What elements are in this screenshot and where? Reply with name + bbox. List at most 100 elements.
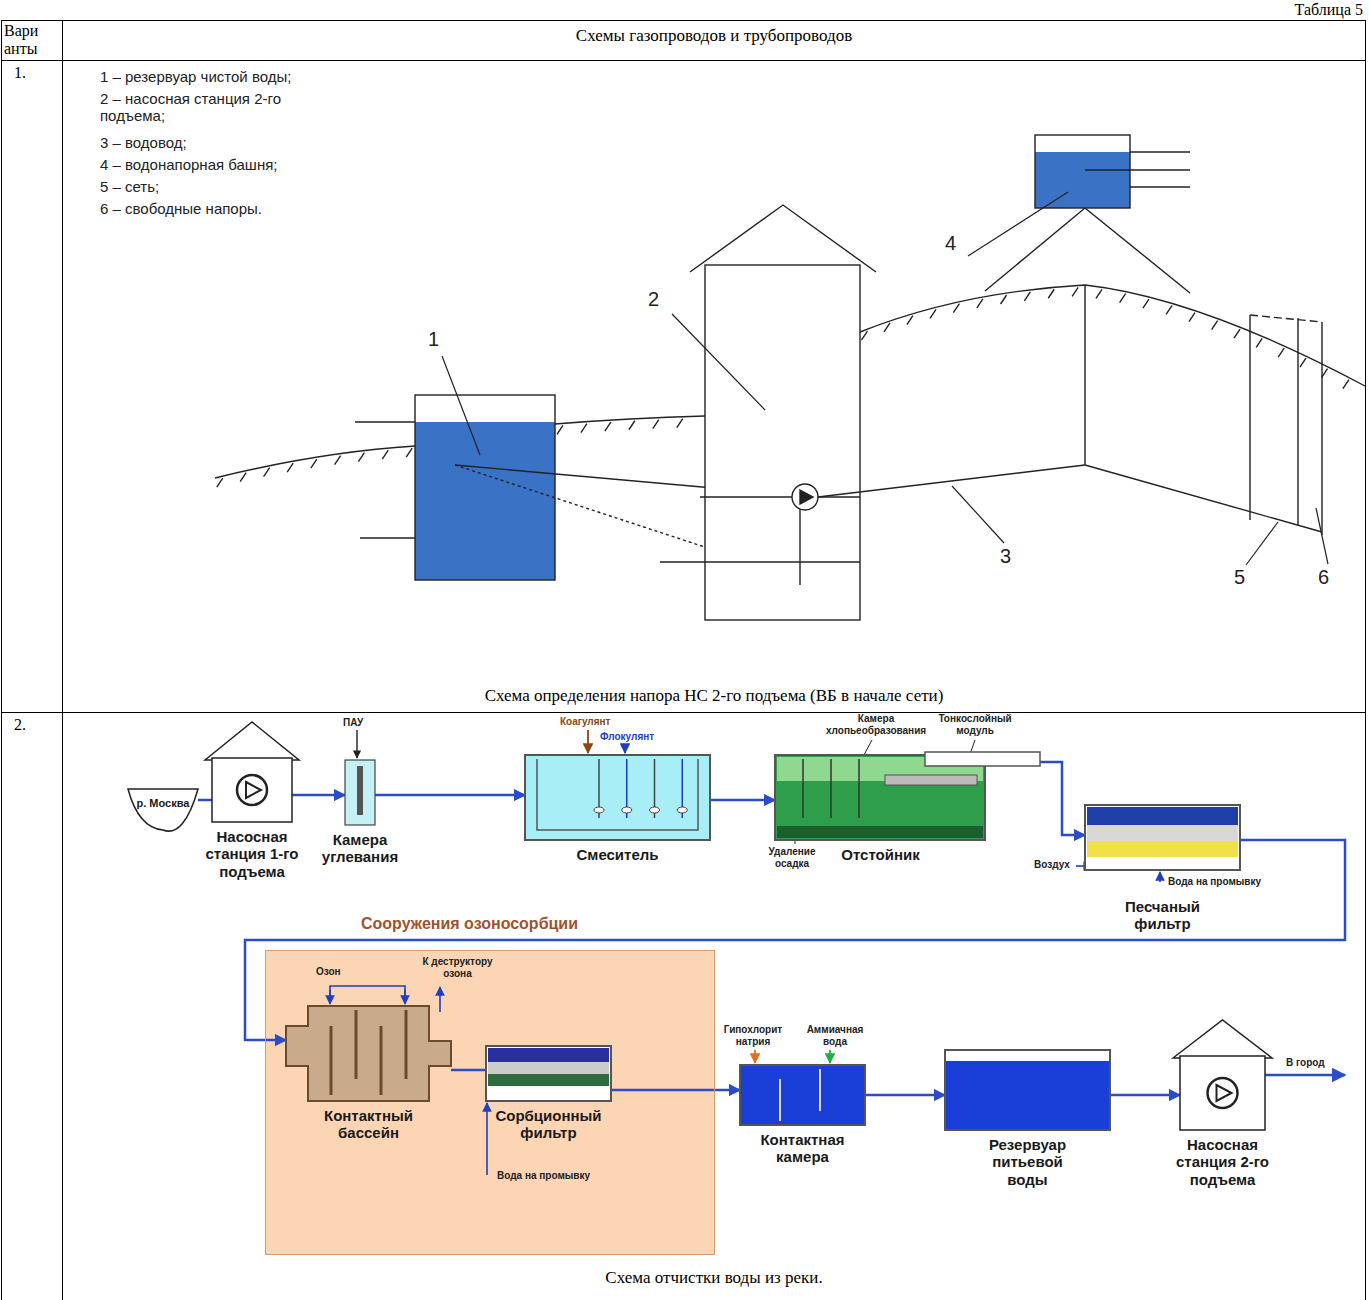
ground-hatch [953,304,959,313]
treatment-scheme [587,730,589,753]
flow-label: В город [1286,1057,1325,1069]
key-line: 1 – резервуар чистой воды; [100,68,335,85]
head-scheme [1085,169,1190,170]
ground-hatch [930,309,936,318]
caption: Схема определения напора НС 2-го подъема… [62,686,1366,706]
shape-part [330,1026,333,1095]
ground-hatch [1234,329,1240,338]
shape-part [594,807,604,813]
carbon-chamber: Камера углевания [345,760,375,825]
table-grid [2,21,1366,1300]
flow-label: Вода на промывку [1168,876,1261,888]
ground-hatch [1024,292,1030,301]
node-label: Камера углевания [315,831,405,866]
shape-part [205,722,299,822]
flow-label: Воздух [1034,859,1070,871]
shape-part [486,1046,611,1101]
head-scheme [360,537,415,538]
shape-part [677,807,687,813]
node-outline [1085,805,1240,870]
callout-number: 1 [428,328,439,351]
head-scheme [1297,318,1298,525]
leader-line [442,356,480,455]
pump-station [705,265,860,620]
head-scheme [700,496,860,497]
callout-number: 5 [1234,566,1245,589]
pump-station: Насосная станция 1-го подъема [212,722,292,822]
row-number: 1. [14,64,26,82]
treatment-scheme [1265,1074,1345,1077]
table-grid [62,20,63,1300]
flow-label: Озон [316,966,341,978]
shape-part [537,759,698,830]
shape-part [830,759,832,818]
ground-hatch [264,468,270,477]
head-scheme [1130,151,1190,152]
ground-hatch [1212,321,1218,330]
flow-pipe [611,1089,740,1092]
ground-hatch [907,316,913,325]
treatment-scheme [329,990,331,1004]
ground-hatch [581,424,587,433]
shape-part [1087,825,1238,841]
callout-number: 3 [1000,545,1011,568]
treatment-scheme [330,986,405,1003]
key-line: 6 – свободные напоры. [100,200,335,217]
callout-number: 6 [1318,566,1329,589]
treatment-scheme [829,1050,831,1063]
key-line: 3 – водовод; [100,134,335,151]
filter-box: Песчаный фильтр [1085,805,1240,870]
shape-part [779,1079,781,1121]
shape-part [946,1051,1109,1061]
treatment-scheme [356,730,357,758]
node-label: Отстойник [831,846,931,863]
ground-hatch [335,456,341,465]
shape-part [405,1010,408,1079]
flow-pipe [451,1069,486,1072]
head-scheme [660,561,860,562]
shape-part [622,807,632,813]
ground-hatch [884,323,890,332]
head-scheme [1250,315,1322,322]
treatment-scheme [754,1050,756,1063]
node-label: Насосная станция 1-го подъема [195,828,310,880]
treatment-scheme [265,730,1345,1255]
shape-part [1087,841,1238,857]
ground-hatch [557,425,563,434]
node-label: Песчаный фильтр [1120,898,1205,933]
table-grid [1,712,1366,713]
ground-hatch [287,463,293,472]
roof [690,205,876,272]
ground-hatch [382,450,388,459]
flow-pipe [865,1094,945,1097]
ground-hatch [1048,289,1054,298]
shape-part [128,789,198,831]
callout-number: 4 [945,232,956,255]
table-grid [1,20,1366,1300]
flow-pipe [198,799,212,802]
contact-basin: Контактный бассейн [286,1006,451,1101]
shape-part [1173,1020,1272,1130]
shape-part [237,775,267,805]
leader-line [442,192,1328,565]
ground-hatch [217,478,223,487]
key-line: 4 – водонапорная башня; [100,156,335,173]
table-grid [1,60,1366,61]
ground-hatch [1001,295,1007,304]
head-scheme [1130,186,1190,187]
river-intake: р. Москва [128,785,198,830]
flow-label: Коагулянт [560,716,611,728]
node-outline [775,755,1040,840]
shape-part [945,1050,1110,1130]
node-outline [740,1065,865,1125]
head-scheme [215,135,1365,620]
ground-line [860,285,1365,386]
shape-part [486,1046,611,1101]
node-outline [525,755,710,840]
node-outline [345,760,375,825]
shape-part [740,1065,865,1125]
ground-hatch [1300,358,1306,367]
group-heading: Сооружения озоносорбции [361,915,578,933]
